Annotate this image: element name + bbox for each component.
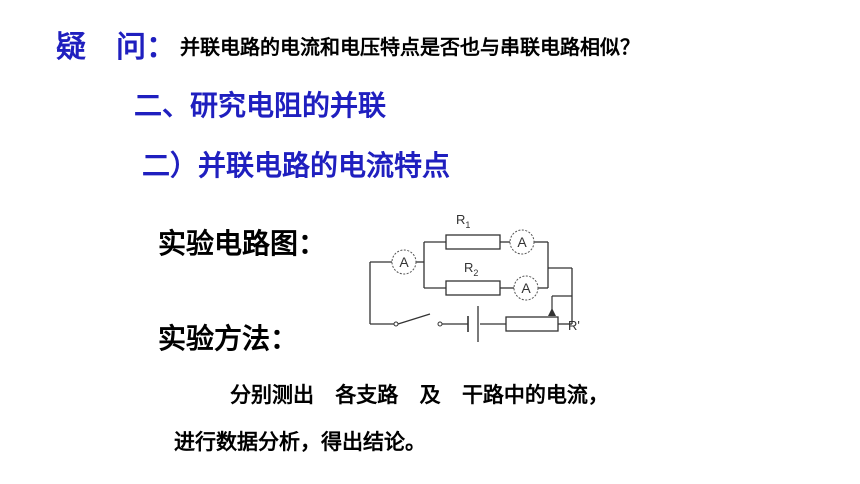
- method-line-1-part-2: 各支路: [335, 383, 399, 407]
- r2-label-sub: 2: [473, 268, 478, 278]
- method-label: 实验方法：: [158, 322, 299, 355]
- method-line-2: 进行数据分析，得出结论。: [174, 430, 426, 454]
- method-line-1-part-1: 分别测出: [230, 383, 314, 407]
- method-line-1-part-4: 干路中的电流，: [461, 383, 609, 407]
- ammeter-branch1: A: [509, 229, 535, 255]
- switch-blade: [397, 313, 431, 325]
- rheostat: [505, 316, 559, 332]
- ammeter-main: A: [391, 249, 417, 275]
- switch-contact-left: [393, 321, 399, 327]
- question-text: 并联电路的电流和电压特点是否也与串联电路相似？: [180, 35, 640, 59]
- section-heading: 二、研究电阻的并联: [134, 89, 387, 122]
- resistor-r2: [445, 280, 501, 296]
- method-line-1: 分别测出 各支路 及 干路中的电流，: [230, 379, 623, 409]
- r2-label: R2: [464, 260, 478, 278]
- ammeter-branch1-symbol: A: [517, 234, 527, 250]
- r1-label-sub: 1: [465, 220, 470, 230]
- ammeter-main-symbol: A: [399, 254, 409, 270]
- switch-contact-right: [437, 321, 443, 327]
- rheostat-slider-arrow: [548, 308, 556, 316]
- method-line-1-part-3: 及: [419, 383, 441, 407]
- r2-label-main: R: [464, 260, 473, 275]
- subsection-heading: 二）并联电路的电流特点: [142, 149, 451, 182]
- question-label: 疑 问：: [56, 30, 176, 65]
- r1-label: R1: [456, 212, 470, 230]
- circuit-diagram: A A A R1 R2 R': [369, 212, 580, 342]
- resistor-r1: [445, 234, 501, 250]
- circuit-diagram-label: 实验电路图：: [158, 227, 327, 260]
- ammeter-branch2: A: [513, 275, 539, 301]
- ammeter-branch2-symbol: A: [521, 280, 531, 296]
- rheostat-label: R': [568, 318, 580, 333]
- r1-label-main: R: [456, 212, 465, 227]
